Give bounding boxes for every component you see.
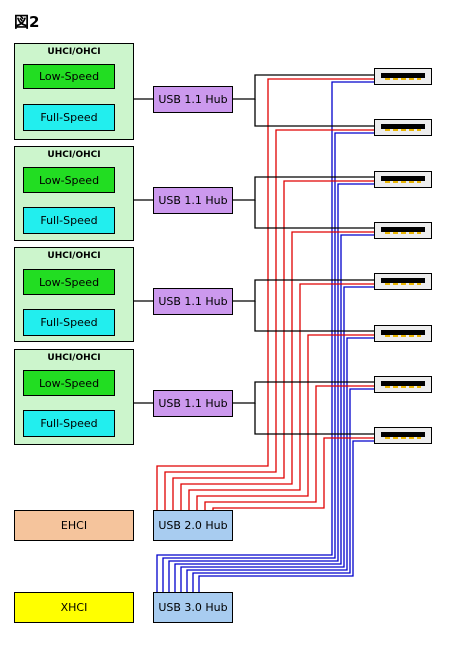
usb-port xyxy=(374,273,432,290)
usb-port-pins xyxy=(385,181,421,183)
usb-port xyxy=(374,427,432,444)
usb-port-connector xyxy=(381,124,425,129)
usb11-line xyxy=(254,200,374,229)
usb30-line xyxy=(198,440,374,592)
usb20-line xyxy=(212,437,374,510)
usb-port-connector xyxy=(381,381,425,386)
usb30-line xyxy=(168,183,374,592)
full-speed-box: Full-Speed xyxy=(23,309,115,336)
controller-label: UHCI/OHCI xyxy=(47,353,101,363)
xhci-controller: XHCI xyxy=(14,592,134,623)
usb30-line xyxy=(156,81,374,592)
usb-port-connector xyxy=(381,227,425,232)
usb11-hub: USB 1.1 Hub xyxy=(153,390,233,417)
usb30-lines xyxy=(156,81,374,592)
usb20-hub: USB 2.0 Hub xyxy=(153,510,233,541)
usb11-hub: USB 1.1 Hub xyxy=(153,86,233,113)
usb20-line xyxy=(156,78,374,510)
usb11-line xyxy=(254,403,374,435)
usb-port xyxy=(374,222,432,239)
usb-port-connector xyxy=(381,330,425,335)
usb11-hub: USB 1.1 Hub xyxy=(153,288,233,315)
usb30-line xyxy=(192,388,374,592)
usb-port xyxy=(374,171,432,188)
usb20-line xyxy=(180,231,374,510)
usb20-line xyxy=(204,385,374,510)
usb11-line xyxy=(233,381,374,404)
full-speed-box: Full-Speed xyxy=(23,410,115,437)
usb20-line xyxy=(164,129,374,510)
usb11-hub: USB 1.1 Hub xyxy=(153,187,233,214)
usb-port-connector xyxy=(381,176,425,181)
figure-title: 図2 xyxy=(14,13,40,31)
usb-port xyxy=(374,119,432,136)
usb-port-connector xyxy=(381,73,425,78)
usb30-hub: USB 3.0 Hub xyxy=(153,592,233,623)
usb-port-pins xyxy=(385,335,421,337)
usb-port xyxy=(374,376,432,393)
usb20-lines xyxy=(156,78,374,510)
usb30-line xyxy=(180,286,374,592)
low-speed-box: Low-Speed xyxy=(23,167,115,193)
usb-port-pins xyxy=(385,129,421,131)
usb11-line xyxy=(254,301,374,332)
usb-port-connector xyxy=(381,278,425,283)
usb11-line xyxy=(233,176,374,201)
usb11-line xyxy=(254,99,374,127)
usb20-line xyxy=(188,283,374,510)
usb30-line xyxy=(186,337,374,592)
usb11-line xyxy=(233,279,374,302)
low-speed-box: Low-Speed xyxy=(23,370,115,396)
full-speed-box: Full-Speed xyxy=(23,104,115,131)
controller-label: UHCI/OHCI xyxy=(47,251,101,261)
usb11-line xyxy=(233,74,374,100)
usb-port-pins xyxy=(385,232,421,234)
usb-port-pins xyxy=(385,386,421,388)
usb-port-pins xyxy=(385,78,421,80)
controller-label: UHCI/OHCI xyxy=(47,150,101,160)
usb20-line xyxy=(196,334,374,510)
usb30-line xyxy=(174,234,374,592)
full-speed-box: Full-Speed xyxy=(23,207,115,234)
low-speed-box: Low-Speed xyxy=(23,269,115,295)
low-speed-box: Low-Speed xyxy=(23,64,115,89)
usb-port xyxy=(374,68,432,85)
usb-port-connector xyxy=(381,432,425,437)
controller-label: UHCI/OHCI xyxy=(47,47,101,57)
ehci-controller: EHCI xyxy=(14,510,134,541)
usb-port-pins xyxy=(385,437,421,439)
usb30-line xyxy=(162,132,374,592)
usb-port xyxy=(374,325,432,342)
usb-port-pins xyxy=(385,283,421,285)
usb20-line xyxy=(172,180,374,510)
